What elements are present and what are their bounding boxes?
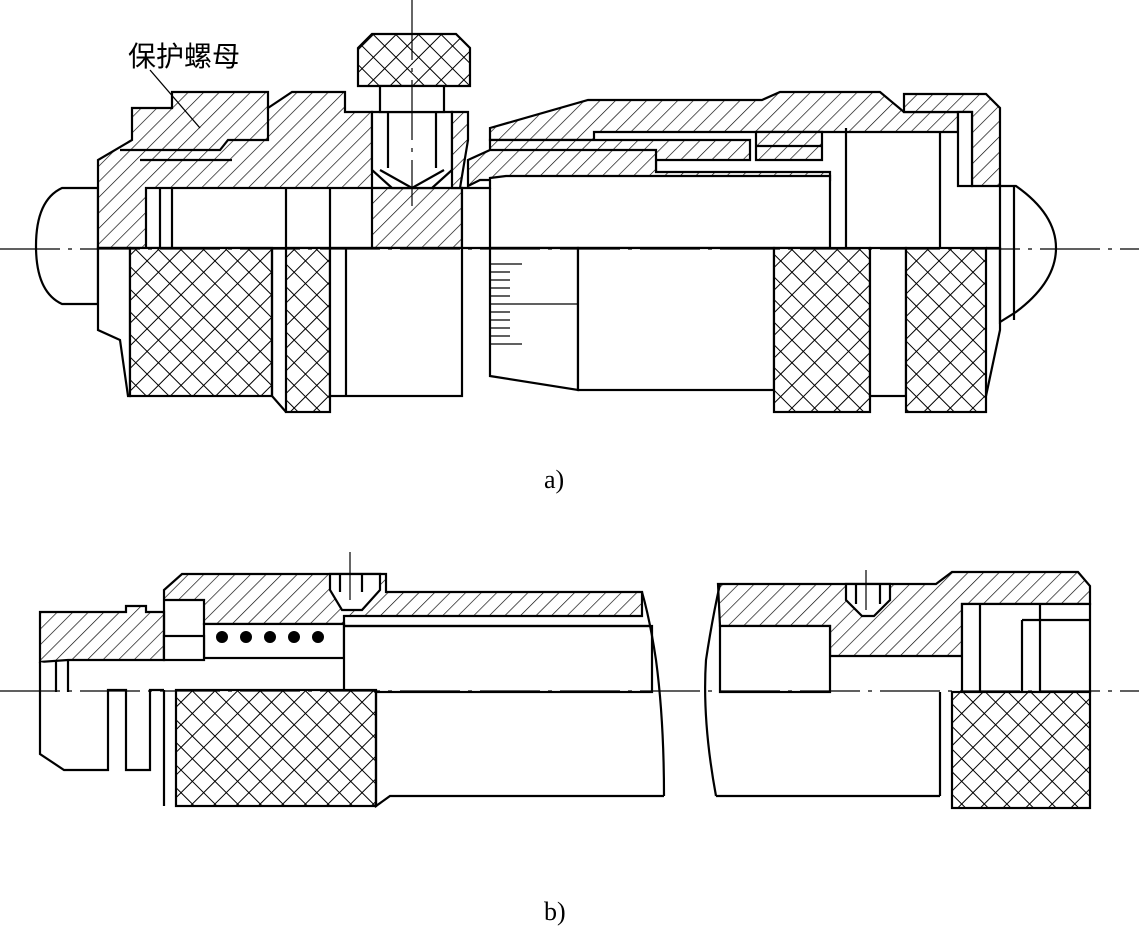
right-end-cap bbox=[902, 92, 1002, 188]
scale-ticks bbox=[490, 263, 578, 345]
right-cap-gap bbox=[956, 110, 974, 188]
clamp-knurled-cap bbox=[356, 32, 472, 88]
b-knurl-left bbox=[174, 688, 378, 808]
b-knurl-right bbox=[950, 690, 1092, 810]
b-right-bore bbox=[960, 602, 1092, 694]
knurl-ring-1-edge bbox=[270, 248, 287, 413]
knurl-ring-3 bbox=[772, 246, 872, 414]
b-left-cap-hatched bbox=[38, 604, 166, 664]
lock-collar-lower bbox=[328, 246, 464, 398]
spindle-sleeve-lower bbox=[576, 246, 776, 392]
b-right-inner-body bbox=[718, 624, 832, 694]
b-left-body bbox=[342, 624, 654, 694]
centerlines bbox=[0, 0, 1139, 692]
scale-thimble bbox=[488, 246, 580, 392]
b-break-line-right bbox=[704, 583, 722, 797]
b-lower-left-body bbox=[374, 690, 664, 809]
caption-b: b) bbox=[544, 897, 566, 926]
knurl-ring-gap bbox=[868, 246, 908, 398]
caption-a: a) bbox=[544, 465, 564, 494]
callout-label: 保护螺母 bbox=[128, 41, 240, 73]
b-housing-bore bbox=[162, 634, 206, 662]
b-spring-balls bbox=[216, 631, 324, 643]
callout-leader-line bbox=[149, 69, 201, 129]
housing-bore bbox=[144, 186, 374, 250]
sleeve-hatched bbox=[488, 90, 960, 142]
protective-nut-detail bbox=[120, 108, 270, 152]
left-dome-cap bbox=[34, 186, 100, 306]
screw-collar bbox=[450, 110, 470, 190]
b-break-line-left bbox=[640, 591, 666, 797]
figure-b bbox=[38, 570, 1092, 810]
thimble-body bbox=[460, 174, 832, 250]
figure-a bbox=[34, 32, 1058, 414]
b-left-cap-lower bbox=[38, 662, 164, 772]
left-end-lower bbox=[96, 246, 132, 398]
knurl-ring-2 bbox=[284, 246, 332, 414]
knurl-ring-4 bbox=[904, 246, 988, 414]
b-set-screw-left bbox=[328, 572, 382, 612]
right-end-lower bbox=[984, 246, 1002, 397]
knurl-ring-1 bbox=[128, 246, 274, 398]
right-dome-cap bbox=[998, 184, 1058, 324]
